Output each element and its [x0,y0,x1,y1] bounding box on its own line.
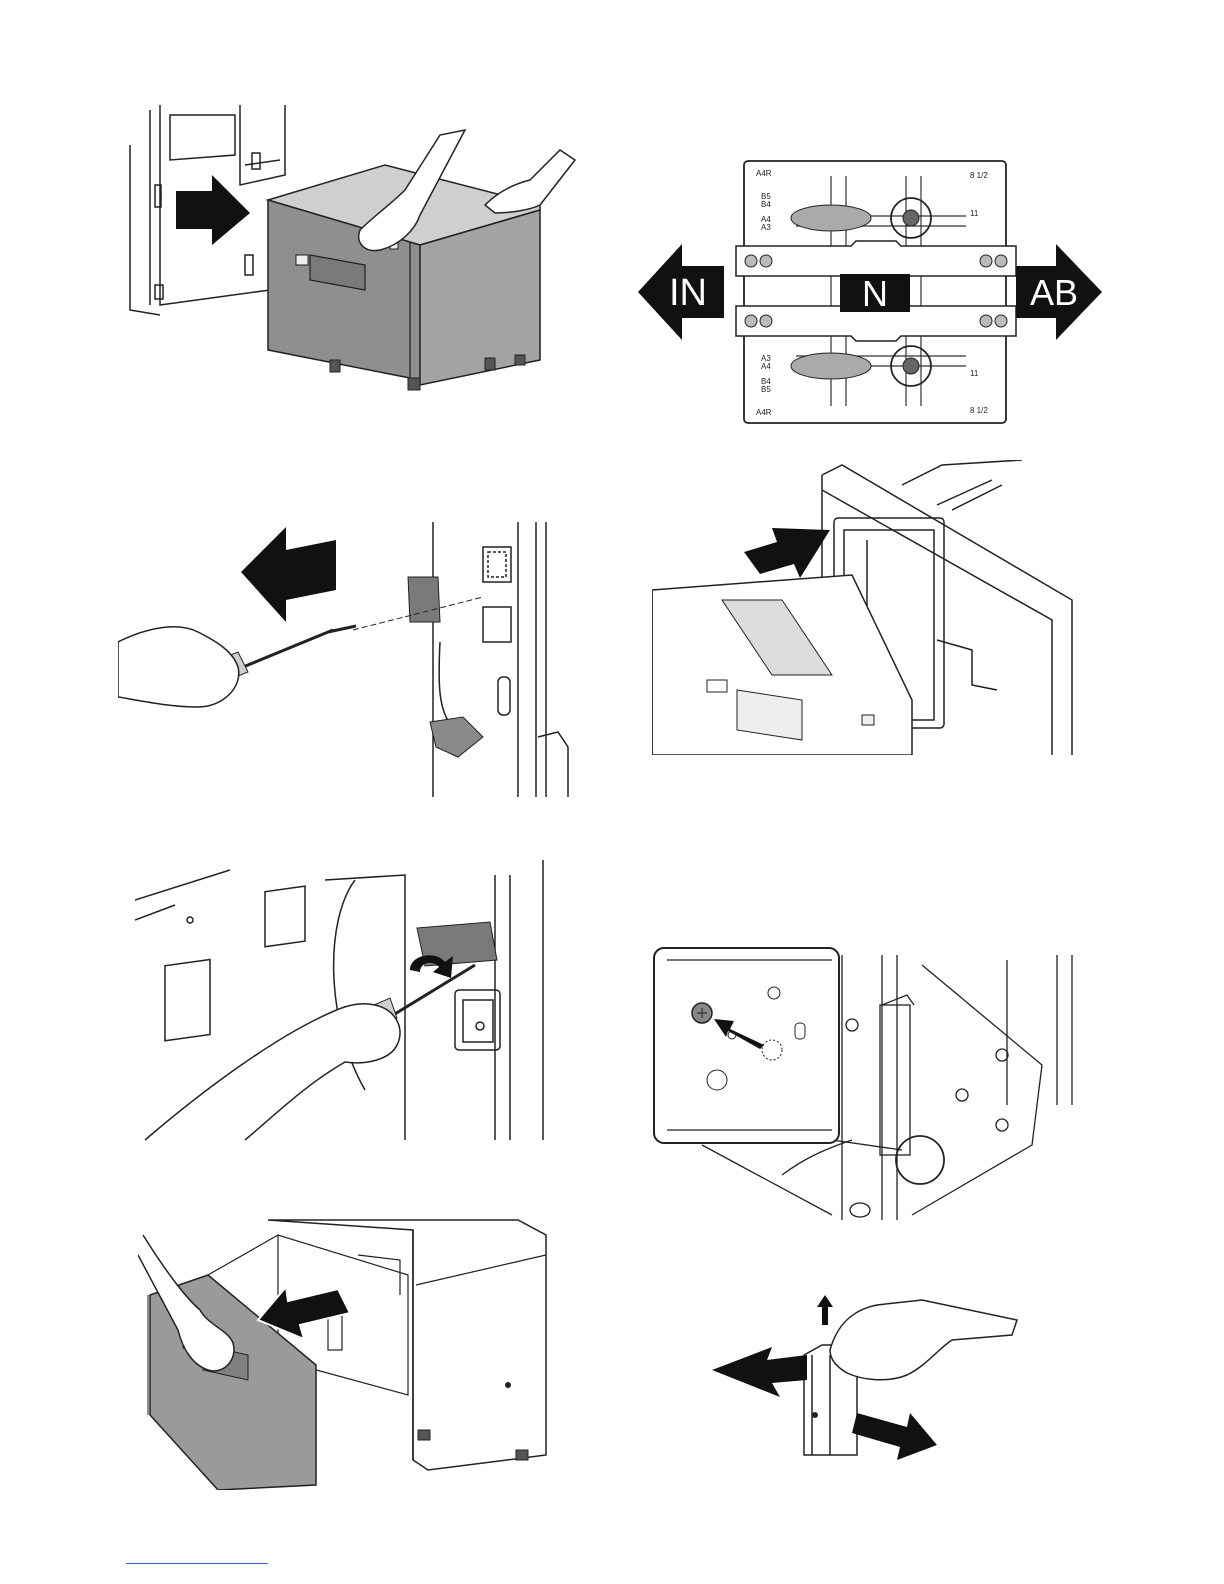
arrow-right-icon: AB [1016,244,1102,340]
figure-pull-drawer [138,1215,548,1490]
figure-install-cabinet [120,105,580,405]
figure-lift-lever [712,1295,1032,1460]
arrow-left-icon: IN [638,244,724,340]
size-label: B4 [761,200,771,209]
label-n: N [862,273,888,314]
size-label: 8 1/2 [970,171,988,180]
size-label: 8 1/2 [970,406,988,415]
label-in: IN [669,272,707,314]
size-label: A3 [761,223,771,232]
figure-screw-position [652,945,1087,1225]
size-label: 11 [970,369,979,378]
size-label: 11 [970,209,979,218]
figure-remove-screw [118,522,588,797]
figure-tighten-screw [135,860,565,1145]
figure-guide-size-diagram: A4R B5 B4 A4 A3 8 1/2 11 A3 A4 B4 B5 A4R… [636,156,1106,428]
size-label: A4 [761,362,771,371]
figure-insert-tray [652,460,1082,755]
size-label: A4R [756,169,772,178]
footer-link-underline[interactable] [126,1563,268,1564]
size-label: A4R [756,408,772,417]
label-ab: AB [1030,272,1078,313]
size-label: B5 [761,385,771,394]
